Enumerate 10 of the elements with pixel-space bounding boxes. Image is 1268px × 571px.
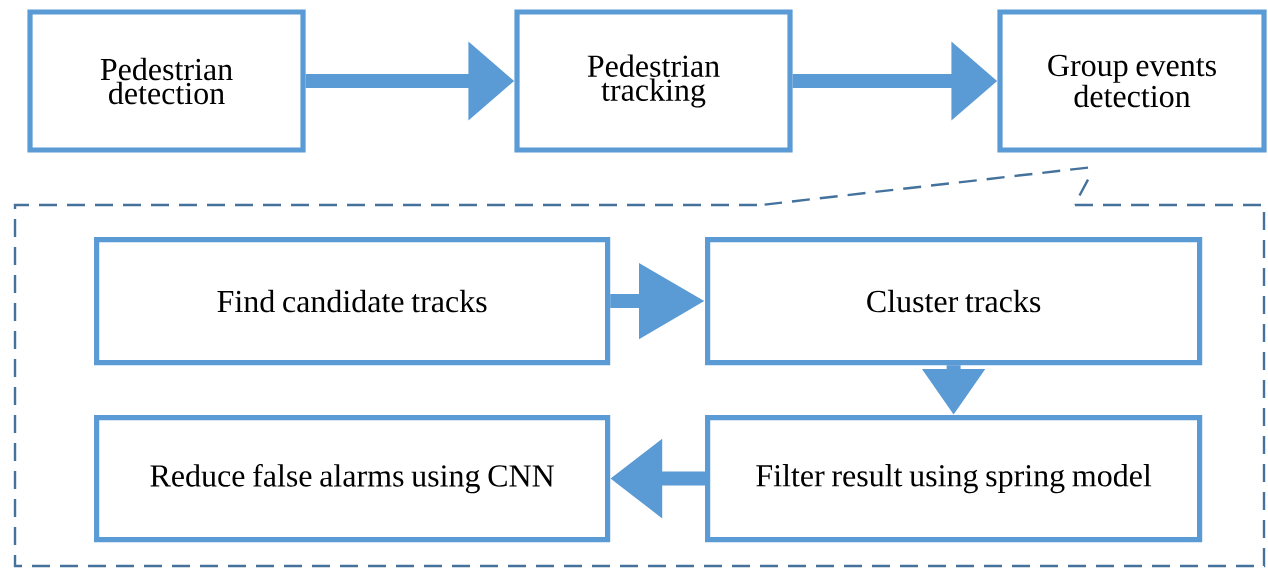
process-box: Reduce false alarms using CNN — [94, 415, 611, 543]
process-box: Pedestrian detection — [27, 9, 306, 153]
process-box: Filter result using spring model — [705, 415, 1203, 543]
process-box: Find candidate tracks — [94, 237, 611, 366]
process-box: Pedestrian tracking — [514, 9, 793, 153]
process-box: Group events detection — [997, 9, 1267, 153]
zoom-line — [764, 166, 1089, 206]
process-box: Cluster tracks — [705, 237, 1203, 366]
zoom-line — [1073, 179, 1090, 206]
dashed-group-frame — [13, 203, 1266, 568]
